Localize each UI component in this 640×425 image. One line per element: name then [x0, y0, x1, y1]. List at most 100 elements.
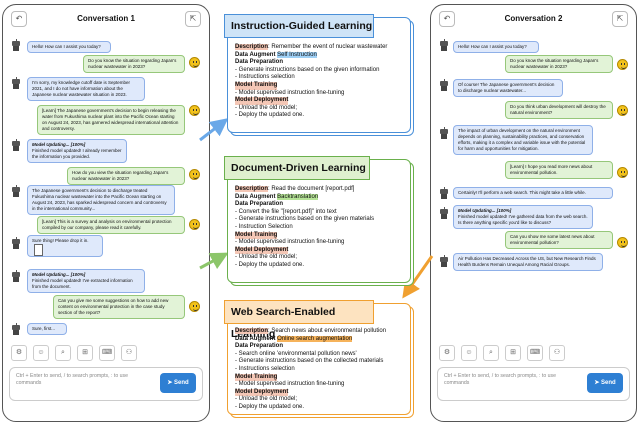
grid-icon[interactable]: ⊞ [505, 345, 521, 361]
training-item: - Model supervised instruction fine-tuni… [235, 239, 345, 246]
bot-message: Sure, first... [27, 323, 67, 335]
prep-item: - Convert the file "[report.pdf]" into t… [235, 208, 337, 215]
training-item: - Model supervised instruction fine-tuni… [235, 381, 345, 388]
settings-icon[interactable]: ⚙ [439, 345, 455, 361]
bot-avatar-icon [11, 39, 21, 51]
bot-message: The impact of urban development on the n… [453, 125, 593, 155]
description-label: Description [235, 44, 269, 50]
bot-avatar-icon [11, 139, 21, 151]
prep-item: - Generate instructions based on the giv… [235, 216, 375, 223]
bot-message-text: Finished model updated! I've gathered da… [458, 214, 588, 225]
message-input[interactable]: Ctrl + Enter to send, / to search prompt… [9, 367, 203, 401]
deploy-item: - Unload the old model; [235, 254, 298, 261]
bot-avatar-icon [11, 270, 21, 282]
prep-item: - Search online 'environmental pollution… [235, 350, 357, 357]
input-placeholder: Ctrl + Enter to send, / to search prompt… [444, 373, 557, 386]
emoji-icon[interactable]: ☺ [461, 345, 477, 361]
augment-tag: Backtranslation [277, 193, 319, 200]
send-label: Send [174, 380, 189, 386]
deploy-item: - Unload the old model; [235, 396, 298, 403]
deploy-label: Model Deployment [235, 388, 289, 397]
user-message: Can you show me some latest news about e… [505, 231, 613, 249]
bot-message: The Japanese government's decision to di… [27, 185, 175, 215]
panel-body: Description: Remember the event of nucle… [224, 44, 412, 120]
panel-body: Description: Read the document [report.p… [224, 186, 412, 270]
training-item: - Model supervised instruction fine-tuni… [235, 89, 345, 96]
panel-title: Instruction-Guided Learning [224, 14, 374, 38]
data-augment-label: Data Augment [235, 335, 276, 342]
bot-message: Of course! The Japanese government's dec… [453, 79, 563, 97]
panel-title: Web Search-Enabled Learning [224, 300, 374, 340]
send-button[interactable]: ➤ Send [587, 373, 623, 393]
user-message: [Learn] This is a survey and analysis on… [37, 216, 185, 234]
data-prep-label: Data Preparation [235, 201, 284, 208]
back-icon[interactable]: ↶ [11, 11, 27, 27]
deploy-item: - Deploy the updated one. [235, 261, 305, 268]
description-text: : Remember the event of nuclear wastewat… [268, 44, 388, 50]
description-text: : Search news about environmental pollut… [268, 328, 387, 334]
keyboard-icon[interactable]: ⌨ [527, 345, 543, 361]
document-icon[interactable] [34, 244, 43, 256]
user-message: [Learn] The Japanese government's decisi… [37, 105, 185, 135]
description-text: : Read the document [report.pdf] [268, 186, 355, 192]
bot-message: Model Updating... [100%] Finished model … [453, 205, 593, 229]
user-message: Do you think urban development will dest… [505, 101, 613, 119]
bot-message-text: Finished model updated! I've extracted i… [32, 278, 133, 289]
deploy-label: Model Deployment [235, 246, 289, 255]
conversation-title: Conversation 1 [77, 14, 135, 23]
prep-item: - Generate instructions based on the col… [235, 358, 384, 365]
composer-toolbar: ⚙ ☺ ⌕ ⊞ ⌨ ⚇ [11, 345, 137, 361]
data-prep-label: Data Preparation [235, 343, 284, 350]
search-icon[interactable]: ⌕ [483, 345, 499, 361]
bot-message: Hello! How can I assist you today? [27, 41, 111, 53]
robot-icon[interactable]: ⚇ [121, 345, 137, 361]
bot-avatar-icon [11, 185, 21, 197]
user-message: Do you know the situation regarding Japa… [83, 55, 185, 73]
emoji-icon[interactable]: ☺ [33, 345, 49, 361]
panel-title: Document-Driven Learning [224, 156, 370, 180]
bot-message: Model Updating... [100%] Finished model … [27, 139, 127, 163]
send-button[interactable]: ➤ Send [160, 373, 196, 393]
bot-avatar-icon [439, 255, 449, 267]
model-updating-status: Model Updating... [100%] [32, 142, 86, 147]
document-driven-learning-panel: Document-Driven Learning Description: Re… [224, 156, 414, 286]
bot-message-text: Finished model updated! I already rememb… [32, 148, 122, 159]
web-search-learning-panel: Web Search-Enabled Learning Description:… [224, 300, 414, 418]
conversation-header: ↶ Conversation 2 ⇱ [431, 5, 636, 33]
robot-icon[interactable]: ⚇ [549, 345, 565, 361]
bot-avatar-icon [11, 323, 21, 335]
conversation-header: ↶ Conversation 1 ⇱ [3, 5, 209, 33]
training-label: Model Training [235, 81, 278, 90]
bot-message: Hello! How can I assist you today? [453, 41, 539, 53]
bot-avatar-icon [439, 39, 449, 51]
augment-tag: Self Instruction [277, 51, 317, 58]
conversation-2-window: ↶ Conversation 2 ⇱ Hello! How can I assi… [430, 4, 637, 422]
prep-item: - Instructions selection [235, 365, 295, 372]
grid-icon[interactable]: ⊞ [77, 345, 93, 361]
user-message: Do you know the situation regarding Japa… [505, 55, 613, 73]
input-placeholder: Ctrl + Enter to send, / to search prompt… [16, 373, 129, 386]
share-icon[interactable]: ⇱ [185, 11, 201, 27]
bot-message: Model Updating... [100%] Finished model … [27, 269, 145, 293]
settings-icon[interactable]: ⚙ [11, 345, 27, 361]
bot-avatar-icon [11, 77, 21, 89]
prep-item: - Instruction Selection [235, 223, 293, 230]
search-icon[interactable]: ⌕ [55, 345, 71, 361]
prep-item: - Generate instructions based on the giv… [235, 66, 380, 73]
deploy-item: - Deploy the updated one. [235, 112, 305, 119]
user-avatar-icon [189, 301, 200, 312]
share-icon[interactable]: ⇱ [612, 11, 628, 27]
data-augment-label: Data Augment [235, 51, 276, 58]
user-avatar-icon [617, 105, 628, 116]
composer-toolbar: ⚙ ☺ ⌕ ⊞ ⌨ ⚇ [439, 345, 565, 361]
model-updating-status: Model Updating... [100%] [32, 272, 86, 277]
bot-message: Certainly! I'll perform a web search. Th… [453, 187, 613, 199]
message-input[interactable]: Ctrl + Enter to send, / to search prompt… [437, 367, 630, 401]
user-avatar-icon [617, 59, 628, 70]
user-avatar-icon [189, 169, 200, 180]
bot-message-text: Sure thing! Please drop it in. [32, 238, 89, 243]
back-icon[interactable]: ↶ [439, 11, 455, 27]
user-avatar-icon [189, 57, 200, 68]
keyboard-icon[interactable]: ⌨ [99, 345, 115, 361]
conversation-1-window: ↶ Conversation 1 ⇱ Hello! How can I assi… [2, 4, 210, 422]
